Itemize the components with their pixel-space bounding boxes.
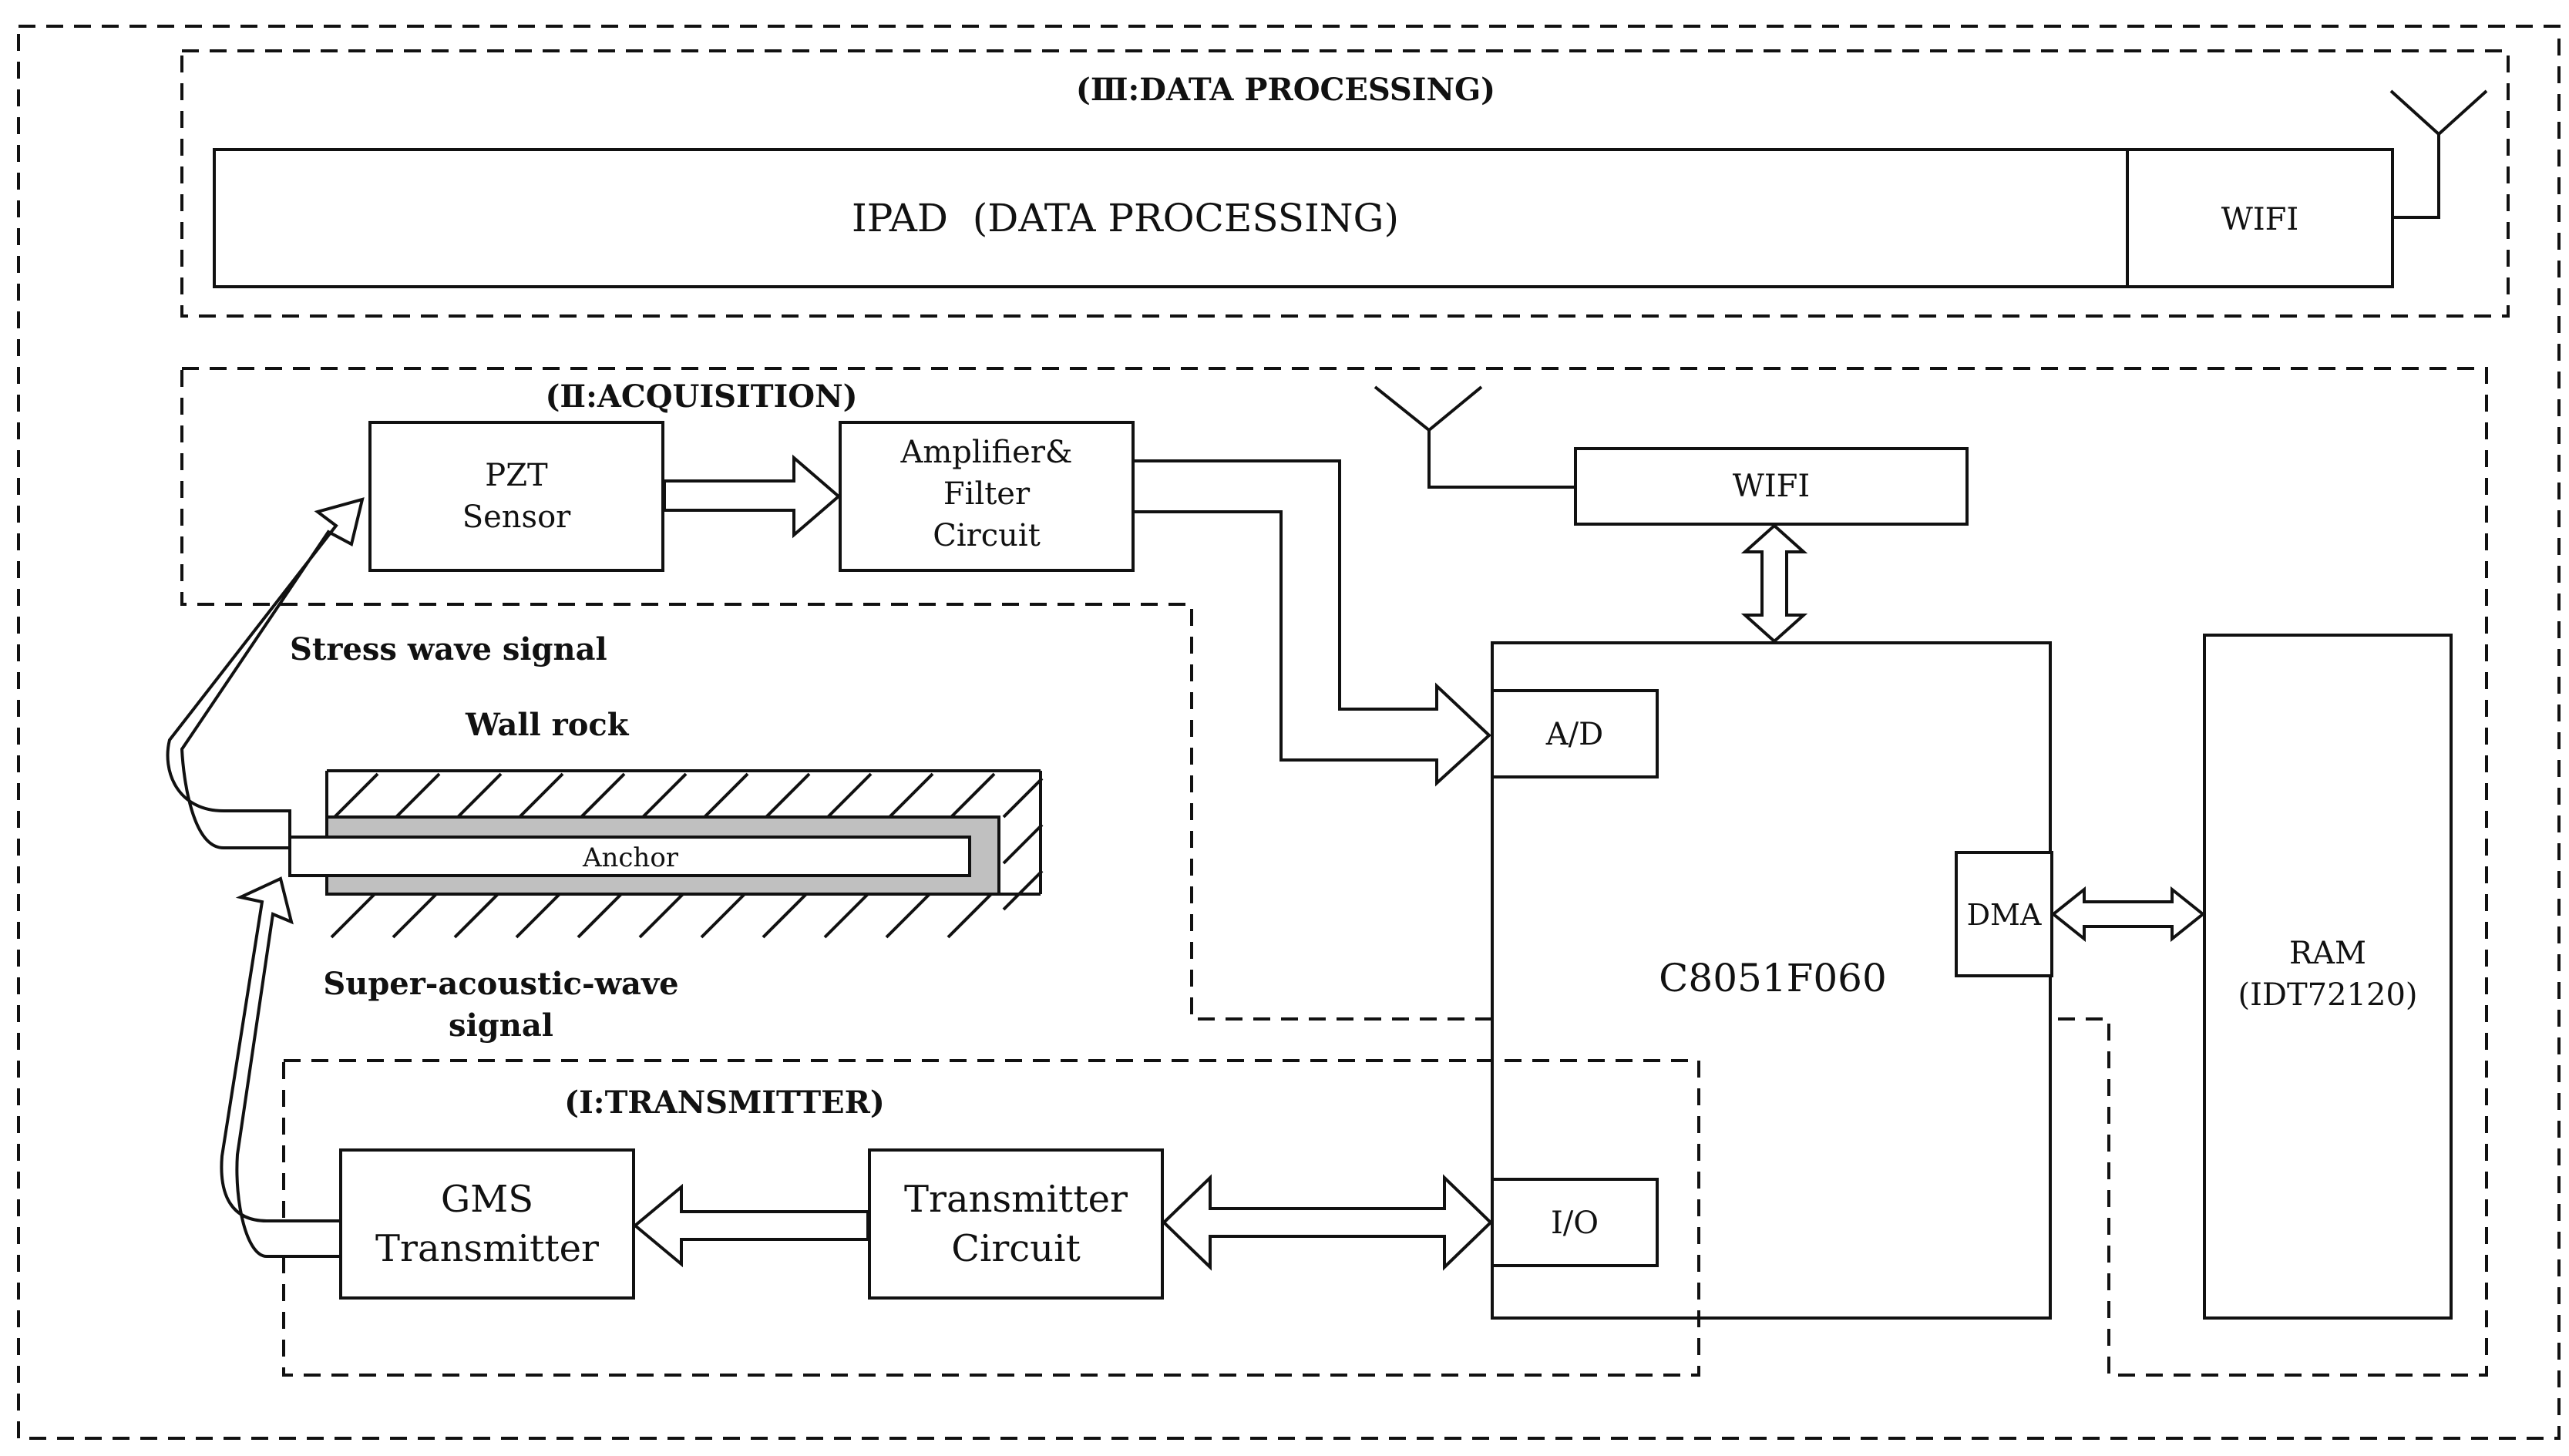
acquisition-section xyxy=(180,367,2488,1377)
transmitter-section xyxy=(282,1059,1700,1377)
data-processing-section xyxy=(180,49,2510,318)
anchor-label: Anchor xyxy=(582,842,679,873)
transmitter-section-title: (Ⅰ:TRANSMITTER) xyxy=(564,1084,885,1121)
antenna-icon-mid xyxy=(1374,385,1575,489)
stress-wave-label: Stress wave signal xyxy=(290,631,607,667)
gms-transmitter-block xyxy=(339,1148,635,1300)
pzt-sensor-label-line2: Sensor xyxy=(462,499,571,535)
pzt-sensor-block xyxy=(368,421,664,572)
ram-block xyxy=(2203,634,2453,1320)
anchor-rod xyxy=(288,836,971,877)
super-acoustic-wave-arrow xyxy=(220,876,342,1258)
wifi-top-label: WIFI xyxy=(2221,202,2298,237)
outer-frame xyxy=(17,25,2561,1440)
ram-label-line2: (IDT72120) xyxy=(2238,977,2417,1013)
stress-wave-arrow xyxy=(166,497,365,849)
circuit-to-gms-arrow xyxy=(632,1183,869,1268)
circuit-io-bidirectional-arrow xyxy=(1162,1174,1493,1271)
wifi-mid-block xyxy=(1574,447,1969,526)
ipad-block xyxy=(213,148,2394,288)
ad-block xyxy=(1491,689,1659,778)
amplifier-label-line1: Amplifier& xyxy=(899,435,1072,470)
gms-transmitter-label-line1: GMS xyxy=(441,1178,533,1221)
pzt-sensor-label-line1: PZT xyxy=(485,458,548,493)
io-label: I/O xyxy=(1551,1205,1599,1241)
amplifier-label-line3: Circuit xyxy=(933,518,1041,553)
amplifier-label-line2: Filter xyxy=(943,476,1031,512)
antenna-icon xyxy=(2389,89,2488,219)
io-block xyxy=(1491,1178,1659,1267)
super-acoustic-label-line2: signal xyxy=(449,1007,553,1044)
ram-label-line1: RAM xyxy=(2289,936,2366,971)
data-processing-section-title: (Ⅲ:DATA PROCESSING) xyxy=(1076,72,1495,108)
wifi-mid-label: WIFI xyxy=(1733,469,1810,504)
ipad-label: IPAD (DATA PROCESSING) xyxy=(852,196,1399,240)
dma-label: DMA xyxy=(1967,898,2042,932)
acquisition-section-title: (Ⅱ:ACQUISITION) xyxy=(545,378,857,415)
transmitter-circuit-label-line2: Circuit xyxy=(951,1227,1080,1270)
mcu-label: C8051F060 xyxy=(1659,956,1887,1000)
wifi-mcu-bidirectional-arrow xyxy=(1740,523,1808,644)
transmitter-circuit-label-line1: Transmitter xyxy=(904,1178,1128,1221)
pzt-to-amplifier-arrow xyxy=(663,454,842,539)
super-acoustic-label-line1: Super-acoustic-wave xyxy=(323,966,678,1002)
transmitter-circuit-block xyxy=(868,1148,1164,1300)
gms-transmitter-label-line2: Transmitter xyxy=(375,1227,599,1270)
wall-rock-label: Wall rock xyxy=(465,707,630,743)
ad-label: A/D xyxy=(1545,717,1603,752)
amplifier-to-ad-arrow xyxy=(1135,459,1491,787)
dma-ram-bidirectional-arrow xyxy=(2050,886,2206,943)
